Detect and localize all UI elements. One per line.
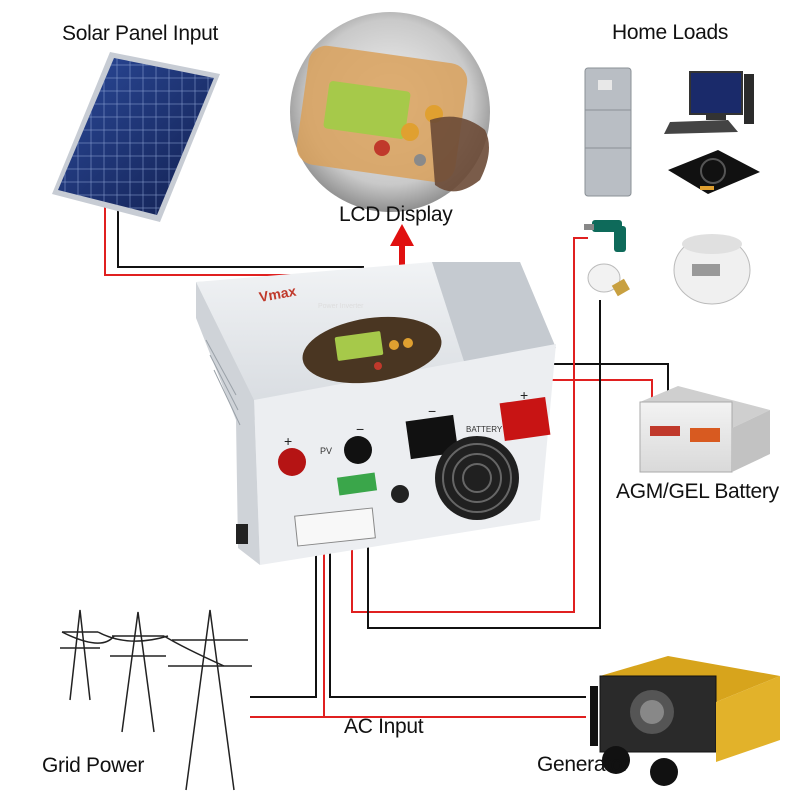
- pv-mark: PV: [320, 446, 332, 456]
- cooling-fan: [435, 436, 519, 520]
- ac-input-black-wire: [250, 545, 317, 698]
- battery-image: [639, 386, 770, 473]
- agm-gel-battery-label: AGM/GEL Battery: [616, 480, 779, 503]
- batt-minus-mark: −: [428, 403, 436, 419]
- ac-input-black-wire-2: [329, 545, 586, 698]
- computer-image: [664, 71, 754, 134]
- solar-panel-input-label: Solar Panel Input: [62, 22, 219, 45]
- inverter-unit: Vmax PV BATTERY + − − + Power Inverter: [196, 262, 556, 565]
- lcd-screen: [334, 331, 384, 361]
- lcd-title-mark: Power Inverter: [318, 303, 364, 310]
- generator-image: [590, 656, 780, 786]
- grid-power-label: Grid Power: [42, 754, 145, 777]
- home-loads-label: Home Loads: [612, 21, 729, 44]
- rice-cooker-image: [673, 234, 751, 305]
- generator-label: Generator: [537, 753, 629, 776]
- load-red-wire: [351, 237, 588, 613]
- grid-towers-image: [60, 609, 252, 791]
- pv-plus-mark: +: [284, 433, 292, 449]
- lcd-display-label: LCD Display: [339, 203, 453, 226]
- lcd-zoom-image: [290, 12, 490, 212]
- pv-positive-terminal: [278, 448, 306, 476]
- induction-cooker-image: [668, 150, 760, 194]
- battery-positive-terminal: [499, 396, 551, 442]
- brand-logo: Vmax: [258, 283, 298, 305]
- refrigerator-image: [584, 67, 632, 197]
- power-drill-image: [584, 220, 626, 252]
- home-loads-images: [584, 67, 760, 305]
- pv-minus-mark: −: [356, 421, 364, 437]
- solar-panel-image: [52, 52, 220, 222]
- battery-negative-terminal: [405, 414, 459, 460]
- ac-terminal-block: [294, 507, 376, 547]
- pv-negative-terminal: [344, 436, 372, 464]
- ac-input-label: AC Input: [344, 715, 424, 738]
- batt-plus-mark: +: [520, 387, 528, 403]
- light-bulb-image: [587, 263, 630, 297]
- load-black-wire: [367, 300, 601, 629]
- battery-mark: BATTERY: [466, 425, 503, 434]
